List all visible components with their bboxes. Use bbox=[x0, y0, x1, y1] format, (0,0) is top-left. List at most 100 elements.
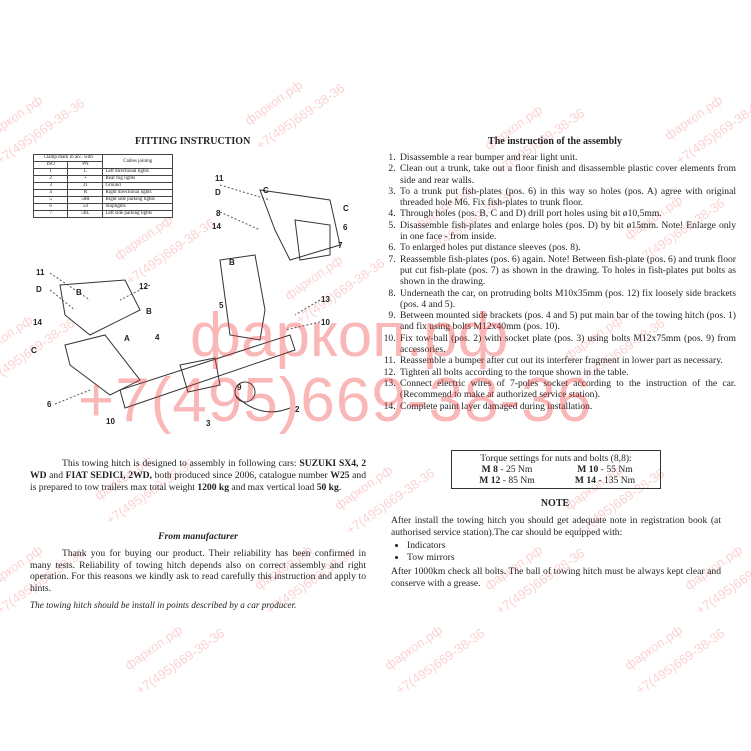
diagram-label: 10 bbox=[106, 417, 115, 426]
watermark-text: +7(495)669-38-36 bbox=[633, 625, 728, 698]
intro-text: and bbox=[46, 470, 66, 481]
assembly-step: Clean out a trunk, take out a floor fini… bbox=[398, 163, 736, 186]
clamp-desc: Left side parking lights bbox=[102, 210, 173, 218]
note-item: Indicators bbox=[407, 540, 737, 552]
diagram-label: 4 bbox=[155, 333, 160, 342]
side-bracket-left bbox=[64, 334, 141, 396]
diagram-label: 11 bbox=[36, 268, 45, 277]
diagram-label: 14 bbox=[212, 222, 221, 231]
note-items: IndicatorsTow mirrors bbox=[391, 540, 737, 564]
bolt-size: M 14 bbox=[574, 475, 596, 486]
watermark-text: +7(495)669-38-36 bbox=[133, 625, 228, 698]
assembly-step: Reassemble a bumper after cut out its in… bbox=[398, 355, 736, 366]
note-text: After install the towing hitch you shoul… bbox=[391, 515, 721, 538]
diagram-label: 12 bbox=[139, 282, 148, 291]
assembly-steps: Disassemble a rear bumper and rear light… bbox=[382, 152, 736, 412]
assembly-step: To a trunk put fish-plates (pos. 6) in t… bbox=[398, 186, 736, 209]
fitting-instruction-title: FITTING INSTRUCTION bbox=[135, 136, 251, 147]
socket-plate bbox=[179, 357, 221, 393]
assembly-step: Disassemble fish-plates and enlarge hole… bbox=[398, 220, 736, 243]
assembly-step: Underneath the car, on protruding bolts … bbox=[398, 288, 736, 311]
fish-plate-cut bbox=[294, 219, 331, 261]
assembly-step: Reassemble fish-plates (pos. 6) again. N… bbox=[398, 254, 736, 288]
intro-text: both produced since 2006, catalogue numb… bbox=[152, 470, 331, 481]
diagram-label: 5 bbox=[219, 301, 224, 310]
assembly-step: To enlarged holes put distance sleeves (… bbox=[398, 242, 736, 253]
diagram-label: 14 bbox=[33, 318, 42, 327]
intro-text: and is prepared to tow trailers max tota… bbox=[30, 470, 366, 493]
torque-value: 55 Nm bbox=[606, 464, 633, 475]
install-note: The towing hitch should be install in po… bbox=[30, 600, 297, 610]
assembly-step: Between mounted side brackets (pos. 4 an… bbox=[398, 310, 736, 333]
fish-plate-left bbox=[59, 279, 141, 336]
clamp-iso: 7 bbox=[32, 210, 69, 218]
fish-plate-right bbox=[259, 189, 341, 261]
diagram-label: D bbox=[215, 188, 221, 197]
diagram-label: B bbox=[146, 307, 152, 316]
note-after: After 1000km check all bolts. The ball o… bbox=[391, 566, 721, 589]
torque-value: 85 Nm bbox=[508, 475, 535, 486]
car-model-2: FIAT SEDICI, 2WD, bbox=[65, 470, 153, 481]
max-weight: 1200 kg bbox=[197, 482, 230, 493]
intro-text: and max vertical load bbox=[229, 482, 317, 493]
watermark-text: фаркоп.рф bbox=[621, 622, 686, 673]
torque-value: 135 Nm bbox=[603, 475, 636, 486]
catalogue-number: W25 bbox=[330, 470, 350, 481]
assembly-title: The instruction of the assembly bbox=[488, 136, 622, 147]
diagram-label: 13 bbox=[321, 295, 330, 304]
intro-text: . bbox=[338, 482, 342, 493]
intro-text: This towing hitch is designed to assembl… bbox=[62, 458, 300, 469]
diagram-label: 10 bbox=[321, 318, 330, 327]
diagram-label: 9 bbox=[237, 383, 242, 392]
torque-item: M 10 - 55 Nm bbox=[577, 464, 633, 475]
watermark-text: +7(495)669-38-36 bbox=[253, 80, 348, 153]
main-bar bbox=[119, 334, 296, 409]
diagram-label: A bbox=[124, 334, 130, 343]
diagram-label: 3 bbox=[206, 419, 211, 428]
assembly-step: Complete paint layer damaged during inst… bbox=[398, 401, 736, 412]
diagram-label: B bbox=[229, 258, 235, 267]
bolt-size: M 8 bbox=[481, 464, 498, 475]
max-load: 50 kg bbox=[316, 482, 339, 493]
clamp-pn: 58L bbox=[67, 210, 104, 218]
bolt-size: M 10 bbox=[577, 464, 599, 475]
diagram-label: 11 bbox=[215, 174, 224, 183]
note-title: NOTE bbox=[540, 498, 570, 509]
diagram-label: 8 bbox=[216, 209, 221, 218]
assembly-step: Through holes (pos. B, C and D) drill po… bbox=[398, 208, 736, 219]
towing-hitch-diagram bbox=[49, 184, 341, 413]
assembly-step: Tighten all bolts according to the torqu… bbox=[398, 367, 736, 378]
torque-item: M 14 - 135 Nm bbox=[574, 475, 636, 486]
tow-ball bbox=[234, 381, 256, 403]
manufacturer-title: From manufacturer bbox=[158, 531, 238, 542]
diagram-label: 7 bbox=[338, 241, 343, 250]
diagram-label: C bbox=[263, 186, 269, 195]
diagram-label: 2 bbox=[295, 405, 300, 414]
watermark-text: фаркоп.рф bbox=[121, 622, 186, 673]
torque-item: M 12 - 85 Nm bbox=[479, 475, 535, 486]
watermark-text: фаркоп.рф bbox=[381, 622, 446, 673]
diagram-label: 6 bbox=[343, 223, 348, 232]
diagram-label: C bbox=[31, 346, 37, 355]
watermark-text: +7(495)669-38-36 bbox=[393, 625, 488, 698]
diagram-label: D bbox=[36, 285, 42, 294]
cables-header: Cables joining bbox=[102, 154, 173, 169]
car-model-1: SUZUKI SX4, 2 WD bbox=[30, 458, 367, 481]
torque-value: 25 Nm bbox=[505, 464, 533, 475]
torque-title: Torque settings for nuts and bolts (8,8)… bbox=[480, 453, 632, 464]
assembly-step: Fix tow-ball (pos. 2) with socket plate … bbox=[398, 333, 736, 356]
assembly-step: Disassemble a rear bumper and rear light… bbox=[398, 152, 736, 163]
assembly-step: Connect electric wires of 7-poles socket… bbox=[398, 378, 736, 401]
side-bracket-right bbox=[219, 254, 266, 341]
diagram-label: B bbox=[76, 288, 82, 297]
bolt-size: M 12 bbox=[479, 475, 501, 486]
diagram-label: C bbox=[343, 204, 349, 213]
diagram-label: 6 bbox=[47, 400, 52, 409]
watermark-text: фаркоп.рф bbox=[241, 77, 306, 128]
watermark-text: фаркоп.рф bbox=[0, 92, 46, 143]
note-item: Tow mirrors bbox=[407, 552, 737, 564]
manufacturer-text: Thank you for buying our product. Their … bbox=[30, 548, 366, 594]
intro-paragraph: This towing hitch is designed to assembl… bbox=[30, 458, 366, 494]
